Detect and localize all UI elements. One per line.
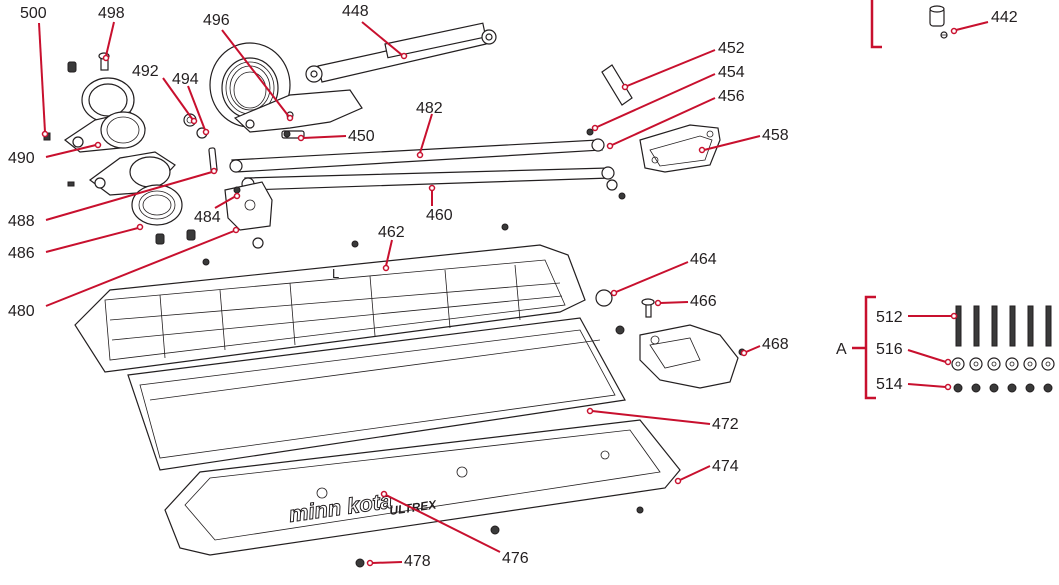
part-460-link — [241, 166, 626, 200]
callout-486: 486 — [8, 245, 35, 262]
callout-452: 452 — [718, 40, 745, 57]
part-462-housing: L — [74, 244, 586, 373]
screw-h — [636, 506, 644, 514]
callout-462: 462 — [378, 224, 405, 241]
part-512-bolts — [955, 305, 1052, 347]
part-442-drawing — [929, 5, 948, 39]
callout-492: 492 — [132, 63, 159, 80]
callout-476: 476 — [502, 550, 529, 567]
part-448-gas-spring — [305, 22, 497, 83]
callout-456: 456 — [718, 88, 745, 105]
screw-e — [351, 240, 359, 248]
callout-472: 472 — [712, 416, 739, 433]
part-490-plates — [63, 77, 176, 196]
callout-474: 474 — [712, 458, 739, 475]
callout-484: 484 — [194, 209, 221, 226]
callout-488: 488 — [8, 213, 35, 230]
part-466-screw — [641, 298, 655, 318]
kit-a-hardware — [951, 305, 1055, 393]
callout-458: 458 — [762, 127, 789, 144]
callout-442: 442 — [991, 9, 1018, 26]
callout-490: 490 — [8, 150, 35, 167]
part-464-plug — [595, 289, 613, 307]
part-screw-a — [67, 61, 77, 73]
callout-448: 448 — [342, 3, 369, 20]
callout-512: 512 — [876, 309, 903, 326]
part-468-endcap — [639, 324, 739, 389]
callout-468: 468 — [762, 336, 789, 353]
screw-c — [186, 229, 196, 241]
callout-460: 460 — [426, 207, 453, 224]
panel-letter: L — [332, 266, 339, 281]
part-452-bar — [601, 64, 633, 106]
callout-496: 496 — [203, 12, 230, 29]
part-486-ring — [131, 184, 183, 226]
part-480-bracket — [224, 181, 273, 249]
callout-482: 482 — [416, 100, 443, 117]
part-472-plate — [127, 317, 626, 471]
callout-464: 464 — [690, 251, 717, 268]
callout-454: 454 — [718, 64, 745, 81]
callouts: 500 498 496 448 442 492 494 452 454 — [8, 3, 1018, 570]
screw-d — [202, 258, 210, 266]
part-458-bracket — [639, 124, 721, 173]
callout-480: 480 — [8, 303, 35, 320]
kit-a-bracket — [864, 295, 876, 400]
callout-516: 516 — [876, 341, 903, 358]
callout-466: 466 — [690, 293, 717, 310]
part-496-housing — [209, 42, 363, 133]
callout-514: 514 — [876, 376, 903, 393]
screw-i — [615, 325, 625, 335]
part-514-nuts — [953, 383, 1053, 393]
callout-478: 478 — [404, 553, 431, 570]
callout-450: 450 — [348, 128, 375, 145]
kit-a-label: A — [836, 341, 847, 358]
part-516-washers — [951, 357, 1055, 371]
screw-b — [155, 233, 165, 245]
callout-494: 494 — [172, 71, 199, 88]
screw-g — [490, 525, 500, 535]
callout-498: 498 — [98, 5, 125, 22]
screw-f — [501, 223, 509, 231]
kit-bracket-top — [870, 0, 882, 49]
part-454 — [586, 128, 594, 136]
part-478-screw — [355, 558, 365, 568]
callout-500: 500 — [20, 5, 47, 22]
